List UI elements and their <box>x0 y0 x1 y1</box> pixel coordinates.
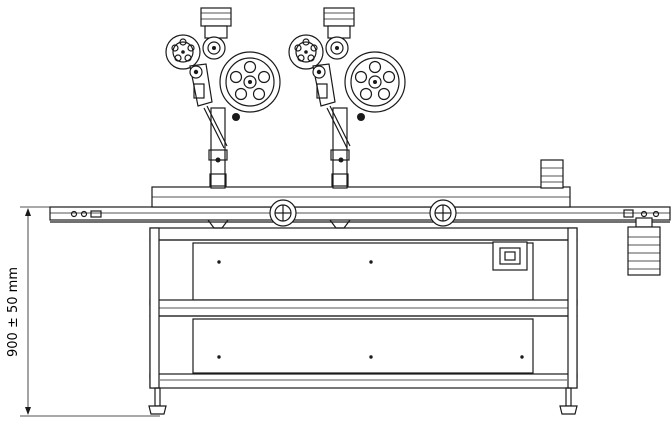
height-dimension: 900 ± 50 mm <box>6 206 160 417</box>
conveyor <box>49 186 671 223</box>
labeling-head-right <box>288 7 406 229</box>
sensor <box>540 159 564 189</box>
frame <box>148 227 578 415</box>
control-box <box>492 241 528 271</box>
labeling-head-left <box>165 7 281 229</box>
conveyor-knob-right <box>429 199 457 227</box>
motor <box>627 217 661 276</box>
conveyor-knob-left <box>269 199 297 227</box>
height-dimension-label: 900 ± 50 mm <box>6 267 21 357</box>
